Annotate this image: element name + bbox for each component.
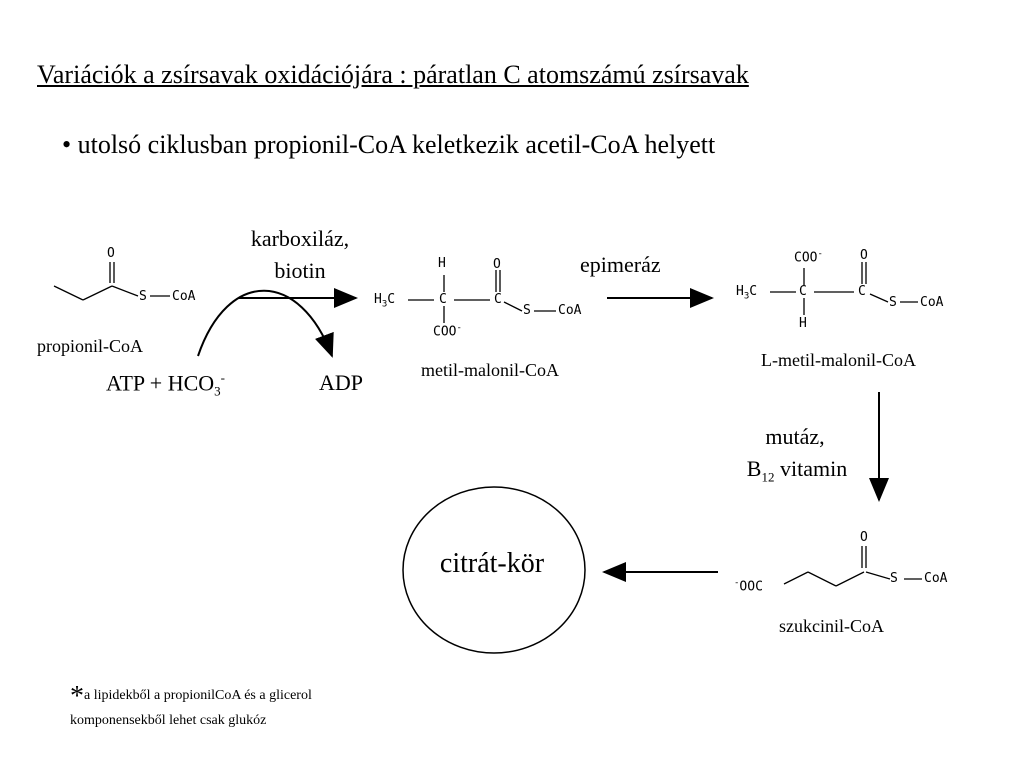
atom-coa: CoA <box>920 295 944 310</box>
atom-c: C <box>494 292 502 307</box>
atom-coa: CoA <box>924 571 948 586</box>
atom-c: C <box>858 284 866 299</box>
atom-coa: CoA <box>558 303 582 318</box>
label-mutaz: mutáz, <box>765 424 825 449</box>
citrate-cycle-circle <box>402 486 586 654</box>
label-biotin: biotin <box>274 258 326 283</box>
atp-adp-curve <box>197 289 334 358</box>
atom-o: O <box>493 257 501 272</box>
bullet-text: • utolsó ciklusban propionil-CoA keletke… <box>62 130 716 159</box>
atom-s: S <box>523 303 531 318</box>
atom-h3c: H3C <box>736 284 758 302</box>
atom-coa: CoA <box>172 289 196 304</box>
atom-coo: COO- <box>794 249 823 266</box>
l-metil-malonil-structure <box>770 262 918 315</box>
atom-s: S <box>139 289 147 304</box>
footnote-star: * <box>70 681 84 712</box>
atom-s: S <box>890 571 898 586</box>
label-adp: ADP <box>319 370 364 395</box>
footnote-text: a lipidekből a propionilCoA és a glicero… <box>70 688 312 728</box>
szukcinil-coa-structure <box>783 546 922 587</box>
atom-c: C <box>439 292 447 307</box>
atom-h3c: H3C <box>374 292 396 310</box>
atom-o: O <box>860 530 868 545</box>
label-karboxilaz: karboxiláz, <box>250 226 350 251</box>
label-metil-malonil-coa: metil-malonil-CoA <box>421 360 559 380</box>
label-b12-vitamin: B12 vitamin <box>746 456 848 485</box>
label-epimeraz: epimeráz <box>580 252 661 277</box>
atom-s: S <box>889 295 897 310</box>
atom-ooc: -OOC <box>734 578 763 595</box>
label-citrat-kor: citrát-kör <box>439 548 545 579</box>
atom-coo: COO- <box>433 323 462 340</box>
label-l-metil-malonil-coa: L-metil-malonil-CoA <box>761 350 916 370</box>
atom-o: O <box>107 246 115 261</box>
propionil-coa-structure <box>53 262 170 301</box>
footnote: *a lipidekből a propionilCoA és a glicer… <box>70 681 390 733</box>
page-title: Variációk a zsírsavak oxidációjára : pár… <box>37 60 749 89</box>
atom-c: C <box>799 284 807 299</box>
atom-h: H <box>799 316 807 331</box>
label-atp-hco3: ATP + HCO3- <box>106 370 226 399</box>
atom-o: O <box>860 248 868 263</box>
label-propionil-coa: propionil-CoA <box>37 336 143 356</box>
atom-h: H <box>438 256 446 271</box>
label-szukcinil-coa: szukcinil-CoA <box>779 616 884 636</box>
metil-malonil-structure <box>408 270 556 323</box>
